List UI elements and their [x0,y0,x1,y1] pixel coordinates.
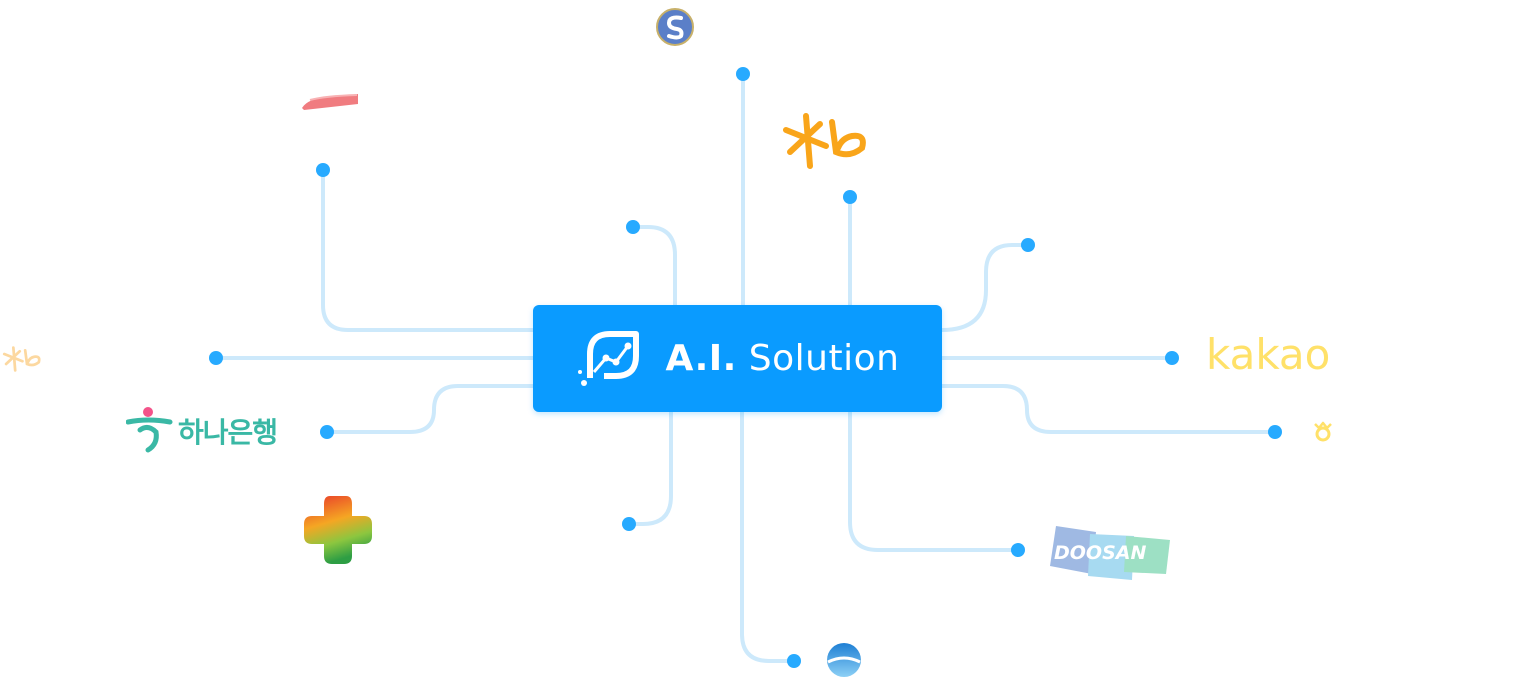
hub-title-bold: A.I. [665,338,737,379]
node-dot [1165,351,1179,365]
connector-left-lower [325,384,535,434]
shinhan-logo-icon [656,8,694,46]
small-crown-logo-icon [1314,421,1332,442]
kb-star-logo-icon [783,113,866,169]
node-dot [1011,543,1025,557]
node-dot [843,190,857,204]
connector-bottom-left [627,410,673,526]
node-dot [736,67,750,81]
connector-bottom-center [740,410,796,663]
red-brush-logo-icon [302,94,358,110]
colorful-cross-logo-icon [304,496,372,564]
node-dot [316,163,330,177]
doosan-logo-tiles [1050,526,1170,580]
doosan-logo-text: DOOSAN [1054,542,1147,564]
node-dot [320,425,334,439]
connector-right-lower [940,384,1277,434]
node-dot [787,654,801,668]
hana-logo-icon [126,407,173,453]
kb-star-logo-icon-small [2,346,41,372]
doosan-logo: DOOSAN [1048,522,1172,582]
connector-left-upper [321,168,535,332]
node-dot [1021,238,1035,252]
blue-wave-circle-logo-icon [827,643,861,677]
kakao-logo-text: kakao [1206,330,1331,379]
hana-logo-text: 하나은행 [178,416,278,449]
node-dot [209,351,223,365]
connector-top-left [631,225,677,307]
ai-solution-hub: A.I. Solution [533,305,942,412]
node-dot [1268,425,1282,439]
connector-bottom-right [848,410,1020,552]
node-dot [626,220,640,234]
connector-right-upper [940,243,1030,332]
chart-leaf-icon [577,330,639,386]
node-dot [622,517,636,531]
hub-title: A.I. Solution [666,338,900,379]
hub-title-light: Solution [748,338,900,379]
